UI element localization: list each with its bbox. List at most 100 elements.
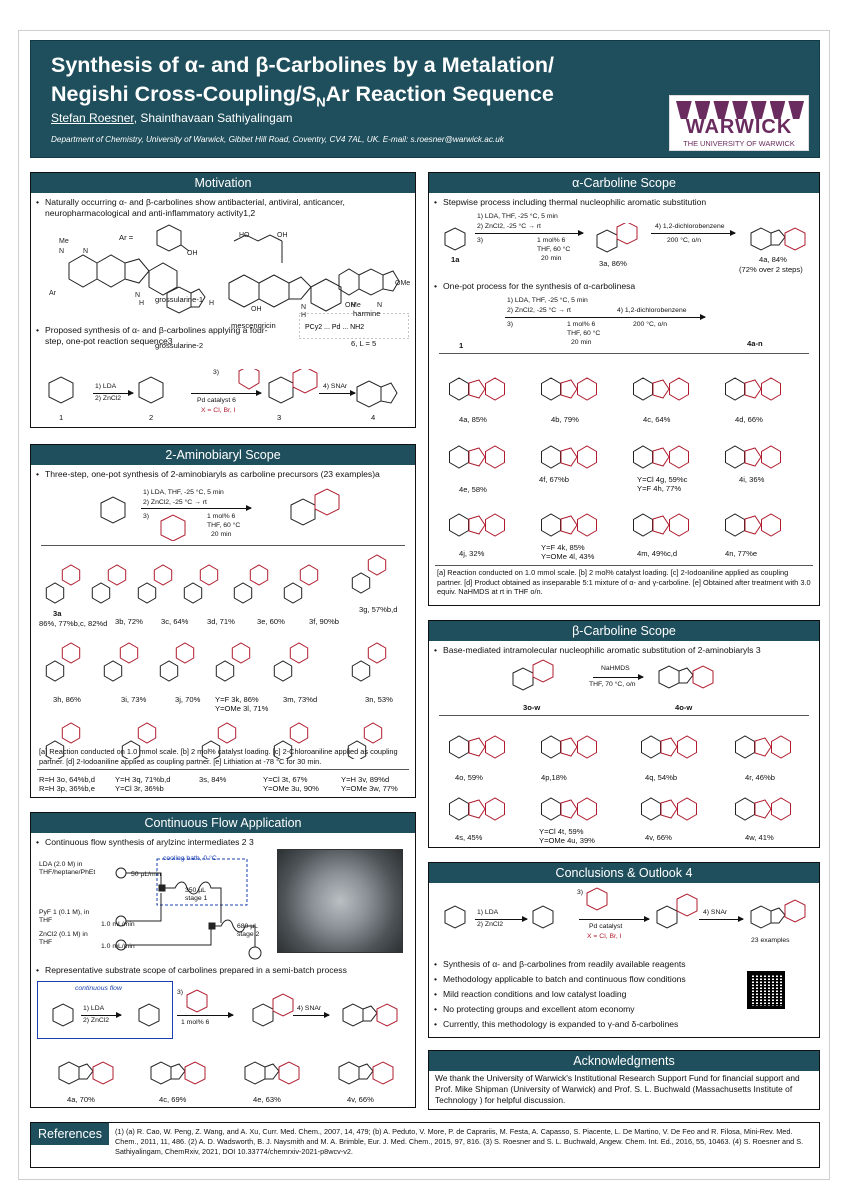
- mot-arrow-2: [191, 390, 262, 396]
- beta-4ow: 4o-w: [675, 703, 693, 712]
- ab-cond-1: 1) LDA, THF, -25 °C, 5 min: [143, 489, 224, 496]
- svg-text:H: H: [209, 300, 214, 307]
- motivation-bullet-2: Proposed synthesis of α- and β-carboline…: [36, 325, 285, 347]
- beta-carboline-2-2: [641, 797, 697, 821]
- warwick-logo: WARWICK THE UNIVERSITY OF WARWICK: [669, 95, 809, 151]
- ab-3l: Y=OMe 3l, 71%: [215, 704, 269, 713]
- flow-reagent-zncl2: ZnCl2 (0.1 M) in THF: [39, 931, 88, 946]
- author-presenting: Stefan Roesner: [51, 111, 134, 125]
- flow-rate-3: 1.0 mL/min: [101, 943, 135, 950]
- alpha-carboline-2-2: [633, 445, 689, 469]
- flow-product-4v: 4v, 66%: [347, 1095, 374, 1104]
- svg-text:H: H: [301, 312, 306, 319]
- al2-arrow: [505, 314, 706, 320]
- ab-3s: 3s, 84%: [199, 775, 227, 784]
- svg-text:N: N: [301, 304, 306, 311]
- alpha-carboline-1-1: [541, 377, 597, 401]
- al-1a: 1a: [451, 255, 460, 264]
- aminobiaryl-bullet: Three-step, one-pot synthesis of 2-amino…: [36, 469, 411, 480]
- beta-bullet: Base-mediated intramolecular nucleophili…: [434, 645, 815, 656]
- ab-cond-6: 20 min: [211, 531, 232, 538]
- ab-3a-yield: 86%, 77%b,c, 82%d: [39, 619, 108, 628]
- svg-text:OMe: OMe: [395, 280, 410, 287]
- mot-step-pd: Pd catalyst 6: [197, 397, 236, 404]
- mot-step-x: X = Cl, Br, I: [201, 407, 236, 414]
- ab-3b: 3b, 72%: [115, 617, 143, 626]
- catalyst-label: 6, L = 5: [351, 339, 377, 348]
- alpha-footnote: [a] Reaction conducted on 1.0 mmol scale…: [437, 568, 811, 596]
- aminobiaryl-3-2: [201, 722, 237, 759]
- beta-product-structures: [449, 735, 791, 821]
- acknowledgments-heading: Acknowledgments: [429, 1051, 819, 1071]
- alpha-carboline-3-2: [633, 513, 689, 537]
- aminobiaryl-1-4: [233, 564, 269, 604]
- con-step-zncl2: 2) ZnCl2: [477, 921, 504, 928]
- cf-arrow-1: [81, 1012, 122, 1018]
- conclusion-bullet-5: Currently, this methodology is expanded …: [434, 1019, 733, 1030]
- motivation-panel: Motivation Naturally occurring α- and β-…: [30, 172, 416, 428]
- alpha-bullet-2: One-pot process for the synthesis of α-c…: [434, 281, 815, 292]
- aminobiaryl-1-0: [45, 564, 81, 604]
- svg-text:N: N: [377, 302, 382, 309]
- con-step-3: 3): [577, 889, 584, 896]
- flow-reagent-pyf: PyF 1 (0.1 M), in THF: [39, 909, 90, 924]
- mot-step-snar: 4) SNAr: [323, 383, 348, 390]
- con-step-x: X = Cl, Br, I: [587, 933, 622, 940]
- svg-text:OH: OH: [251, 306, 262, 313]
- svg-text:N: N: [135, 292, 140, 299]
- mot-arrow-3: [319, 390, 356, 396]
- aminobiaryl-footnote: [a] Reaction conducted on 1.0 mmol scale…: [39, 747, 398, 766]
- flow-panel: Continuous Flow Application Continuous f…: [30, 812, 416, 1108]
- al-4j: 4j, 32%: [459, 549, 485, 558]
- beta-panel: β-Carboline Scope Base-mediated intramol…: [428, 620, 820, 848]
- flow-reactor-photo: [277, 849, 403, 953]
- al-cond-2: 2) ZnCl2, -25 °C → rt: [477, 223, 541, 230]
- alpha-bullet-1: Stepwise process including thermal nucle…: [434, 197, 815, 208]
- al2-cond-2: 2) ZnCl2, -25 °C → rt: [507, 307, 571, 314]
- al2-cond-6: 20 min: [571, 339, 592, 346]
- ab-3q: Y=H 3q, 71%b,d: [115, 775, 171, 784]
- svg-text:Me: Me: [59, 238, 69, 245]
- alpha-carboline-2-0: [449, 445, 505, 469]
- mot-num-2: 2: [149, 413, 154, 422]
- references-heading: References: [31, 1123, 109, 1145]
- beta-4s: 4s, 45%: [455, 833, 483, 842]
- alpha-product-structures: [449, 377, 781, 537]
- svg-text:Ar: Ar: [49, 290, 57, 297]
- cf-step-snar: 4) SNAr: [297, 1005, 322, 1012]
- al-4k: Y=F 4k, 85%: [541, 543, 585, 552]
- aminobiaryl-1-3: [183, 564, 219, 604]
- beta-carboline-1-2: [641, 735, 697, 759]
- cf-step-3: 3): [177, 989, 184, 996]
- aminobiaryl-panel: 2-Aminobiaryl Scope Three-step, one-pot …: [30, 444, 416, 798]
- al-cond-3: 3): [477, 237, 484, 244]
- aminobiaryl-3-0: [45, 722, 81, 759]
- al-cond-6: 20 min: [541, 255, 562, 262]
- ab-3e: 3e, 60%: [257, 617, 285, 626]
- beta-4p: 4p,18%: [541, 773, 567, 782]
- motivation-scheme-structures: [48, 369, 398, 408]
- al-4l: Y=OMe 4l, 43%: [541, 552, 595, 561]
- al-4c: 4c, 64%: [643, 415, 671, 424]
- flow-product-4c: 4c, 69%: [159, 1095, 187, 1104]
- references-text: (1) (a) R. Cao, W. Peng, Z. Wang, and A.…: [115, 1127, 804, 1156]
- al-4n: 4n, 77%e: [725, 549, 758, 558]
- aminobiaryl-1-5: [283, 564, 319, 604]
- qr-code[interactable]: [747, 971, 785, 1009]
- ab-3w: Y=OMe 3w, 77%: [341, 784, 398, 793]
- al-4m: 4m, 49%c,d: [637, 549, 678, 558]
- alpha-stepwise-structures: [444, 223, 806, 253]
- ab-3g: 3g, 57%b,d: [359, 605, 398, 614]
- con-step-pd: Pd catalyst: [589, 923, 623, 930]
- conclusions-heading: Conclusions & Outlook 4: [429, 863, 819, 883]
- aminobiaryl-2-4: [273, 642, 309, 682]
- aminobiaryl-2-1: [103, 642, 139, 682]
- beta-carboline-1-3: [735, 735, 791, 759]
- al2-cond-3: 3): [507, 321, 514, 328]
- beta-cond-1: NaHMDS: [601, 665, 630, 672]
- references-panel: References (1) (a) R. Cao, W. Peng, Z. W…: [30, 1122, 820, 1168]
- al2-cond-7: 4) 1,2-dichlorobenzene: [617, 307, 687, 314]
- mot-step-lda: 1) LDA: [95, 383, 117, 390]
- beta-carboline-2-0: [449, 797, 505, 821]
- ab-arrow: [141, 505, 252, 511]
